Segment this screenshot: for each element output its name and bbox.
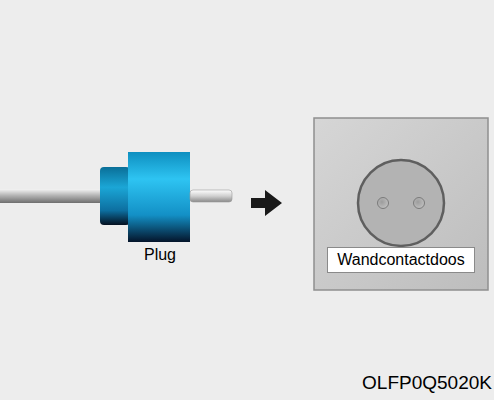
- socket-hole: [378, 198, 389, 209]
- plug-pin: [190, 190, 232, 202]
- socket-label-box: Wandcontactdoos: [327, 247, 475, 273]
- socket-hole: [414, 198, 425, 209]
- node-text: Wandcontactdoos: [337, 251, 464, 269]
- plug-collar: [100, 167, 130, 225]
- wall-socket-panel: [314, 118, 488, 290]
- part-name: Plug: [144, 246, 176, 264]
- socket-recess: [358, 160, 444, 246]
- direction-arrow: [251, 190, 282, 216]
- plug-body: [128, 152, 190, 242]
- cable: [0, 189, 104, 203]
- figure-code: OLFP0Q5020K: [362, 372, 492, 394]
